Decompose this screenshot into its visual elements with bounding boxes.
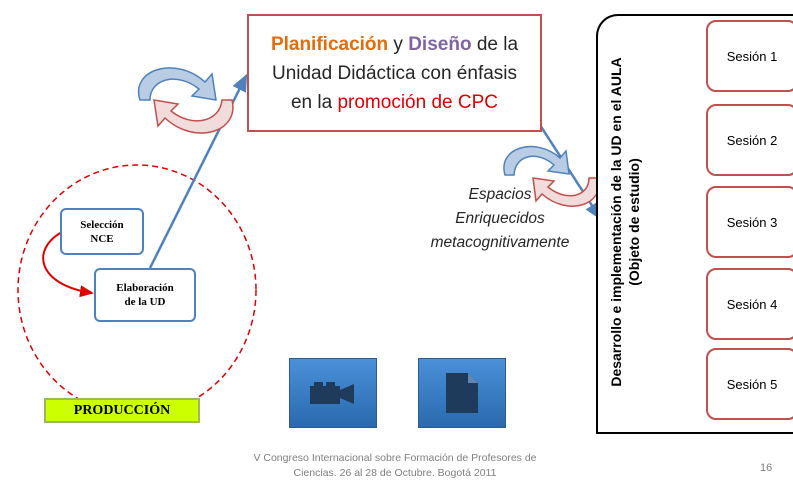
sesion-2-box: Sesión 2 — [706, 104, 793, 176]
aula-line-2: (Objeto de estudio) — [626, 158, 642, 286]
planificacion-to-aula-arrow — [538, 124, 602, 221]
diseno-word: Diseño — [408, 34, 472, 55]
espacios-enriquecidos-text: Espacios Enriquecidos metacognitivamente — [400, 183, 600, 255]
title-line-2: Unidad Didáctica con énfasis — [271, 63, 518, 84]
en-la-text: en la — [290, 92, 338, 113]
video-button[interactable] — [289, 358, 377, 428]
cycle-arrows-icon-right — [503, 145, 600, 207]
promocion-cpc-text: promoción de CPC — [337, 92, 498, 113]
footer-line-2: Ciencias. 26 al 28 de Octubre. Bogotá 20… — [293, 467, 497, 479]
seleccion-to-elaboracion-arrow — [42, 231, 94, 298]
document-icon — [446, 373, 478, 413]
espacios-line-1: Espacios — [468, 186, 532, 203]
page-number: 16 — [760, 462, 773, 474]
seleccion-nce-box: Selección NCE — [60, 208, 144, 255]
document-button[interactable] — [418, 358, 506, 428]
produccion-label: PRODUCCIÓN — [44, 398, 200, 423]
espacios-line-2: Enriquecidos — [455, 210, 545, 227]
planificacion-word: Planificación — [270, 34, 389, 55]
elaboracion-ud-box: Elaboración de la UD — [94, 268, 196, 322]
seleccion-label: Selección — [80, 218, 124, 231]
footer-text: V Congreso Internacional sobre Formación… — [230, 451, 560, 481]
title-line-1: Planificación y Diseño de la — [249, 30, 540, 59]
de-la-ud-label: de la UD — [124, 296, 166, 308]
sesion-4-box: Sesión 4 — [706, 268, 793, 340]
nce-label: NCE — [90, 232, 114, 245]
footer-line-1: V Congreso Internacional sobre Formación… — [253, 452, 537, 464]
video-camera-icon — [310, 382, 354, 404]
de-la-text: de la — [471, 34, 519, 55]
cycle-arrows-icon-left — [137, 67, 234, 134]
aula-line-1: Desarrollo e implementación de la UD en … — [608, 57, 624, 387]
elaboracion-label: Elaboración — [116, 282, 174, 294]
y-word: y — [388, 34, 409, 55]
sesion-5-box: Sesión 5 — [706, 348, 793, 420]
planificacion-diseno-box: Planificación y Diseño de la Unidad Didá… — [247, 14, 542, 132]
title-line-3: en la promoción de CPC — [249, 88, 540, 117]
espacios-line-3: metacognitivamente — [430, 234, 570, 251]
sesion-3-box: Sesión 3 — [706, 186, 793, 258]
sesion-1-box: Sesión 1 — [706, 20, 793, 92]
aula-vertical-label: Desarrollo e implementación de la UD en … — [607, 17, 643, 427]
